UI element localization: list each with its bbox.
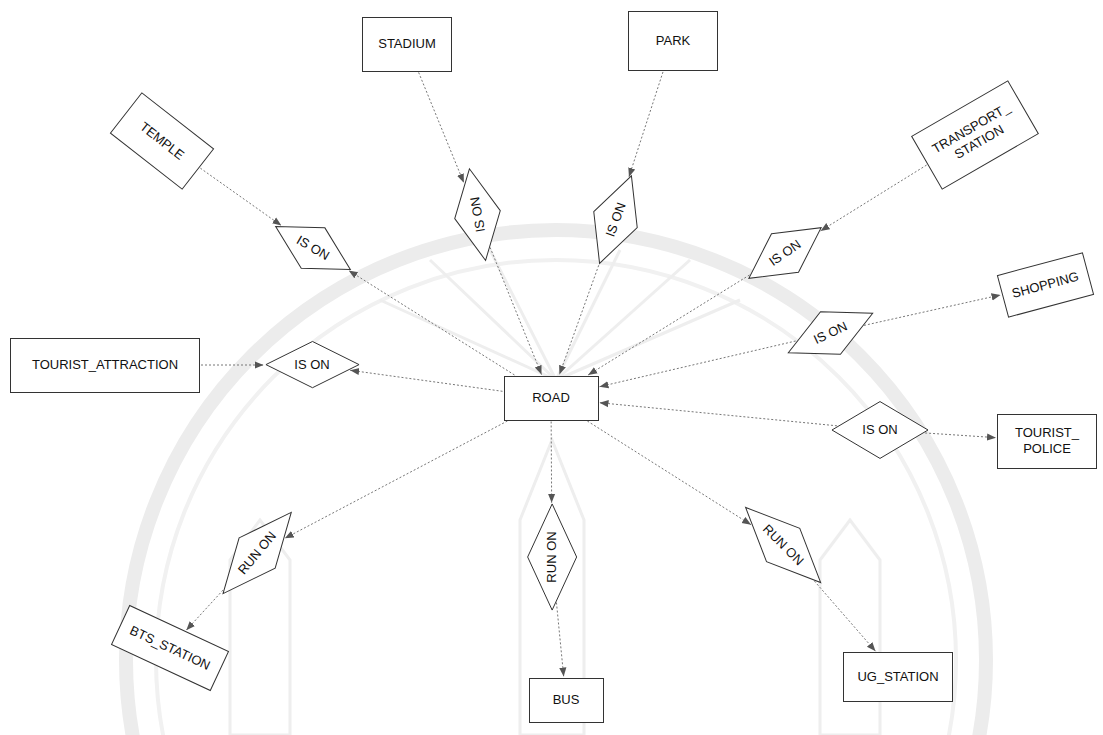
seal-rays [380, 250, 740, 380]
relationship-diamond: RUN ON [527, 503, 577, 611]
relationship-connector [814, 581, 875, 651]
text-holder: IS ON [862, 422, 897, 438]
entity-box: UG_STATION [843, 652, 953, 702]
relationship-diamond: RUN ON [204, 496, 310, 610]
text-holder: RUN ON [544, 531, 560, 582]
seal-ray [380, 300, 556, 380]
entity-box: ROAD [504, 376, 599, 421]
diamond-outline [264, 206, 362, 290]
text-holder: SHOPPING [1010, 269, 1080, 302]
entity-name: UG_STATION [857, 669, 938, 685]
relationship-connector [201, 365, 264, 366]
text-holder: PARK [656, 33, 690, 49]
entity-name: PARK [656, 33, 690, 49]
entity-box: TOURIST_ATTRACTION [10, 338, 200, 393]
text-holder: ROAD [532, 390, 570, 406]
seal-ray [490, 250, 556, 380]
relationship-connector [629, 72, 663, 177]
relationship-diamond: IS ON [777, 291, 883, 375]
text-holder: TOURIST_ATTRACTION [32, 357, 178, 373]
entity-box: BTS_STATION [111, 605, 229, 691]
relationship-diamond: IS ON [265, 341, 360, 388]
diamond-outline [729, 491, 837, 599]
seal-ray [556, 250, 620, 380]
relationship-name: IS ON [294, 357, 329, 373]
relationship-connector [186, 590, 223, 630]
text-holder: TEMPLE [137, 119, 188, 163]
relationship-connector [350, 370, 502, 391]
text-holder: BTS_STATION [127, 623, 212, 674]
relationship-connector [551, 422, 553, 503]
entity-box: STADIUM [362, 17, 452, 72]
entity-name: TRANSPORT_ STATION [927, 98, 1022, 171]
diamond-outline [577, 168, 652, 271]
entity-name: BUS [553, 692, 580, 708]
diamond-outline [265, 342, 358, 388]
text-holder: TRANSPORT_ STATION [927, 98, 1022, 171]
entity-name: TOURIST_ATTRACTION [32, 357, 178, 373]
seal-ray [556, 300, 740, 380]
entity-box: TRANSPORT_ STATION [911, 80, 1039, 190]
relationship-connector [200, 168, 281, 225]
relationship-connector [599, 403, 836, 426]
seal-ray [556, 260, 690, 380]
relationship-connector [925, 433, 996, 438]
relationship-connector [588, 275, 749, 375]
diamond-outline [735, 208, 834, 297]
diamond-outline [778, 292, 882, 374]
diamond-outline [527, 504, 576, 610]
text-holder: TOURIST_ POLICE [1007, 425, 1087, 456]
text-holder: BUS [553, 692, 580, 708]
text-holder: IS ON [294, 357, 329, 373]
relationship-name: IS ON [862, 422, 897, 438]
relationship-connector [821, 165, 927, 231]
text-holder: STADIUM [378, 36, 436, 52]
relationship-connector [556, 603, 563, 677]
diamond-outline [205, 497, 309, 609]
relationship-name: RUN ON [544, 531, 560, 582]
seal-tower [820, 520, 880, 735]
relationship-connector [864, 295, 1001, 325]
entity-name: SHOPPING [1010, 269, 1080, 302]
relationship-diamond: IS ON [446, 164, 509, 266]
seal-ring [156, 260, 956, 735]
relationship-diamond: IS ON [577, 167, 654, 272]
entity-box: PARK [628, 11, 718, 71]
entity-box: TEMPLE [110, 92, 215, 190]
relationship-connector [285, 421, 508, 538]
relationship-connector [559, 265, 598, 374]
seal-ring [126, 230, 986, 735]
relationship-diamond: IS ON [263, 205, 363, 291]
diamond-outline [446, 165, 508, 265]
relationship-connector [599, 341, 795, 387]
entity-box: SHOPPING [997, 252, 1094, 317]
entity-name: BTS_STATION [127, 623, 212, 674]
entity-name: TEMPLE [137, 119, 188, 163]
relationship-connector [490, 247, 541, 374]
relationship-diamond: RUN ON [728, 490, 839, 601]
relationship-connector [587, 421, 751, 525]
relationship-diamond: IS ON [831, 401, 929, 459]
text-holder: UG_STATION [857, 669, 938, 685]
entity-name: ROAD [532, 390, 570, 406]
diamond-outline [832, 402, 928, 459]
entity-name: STADIUM [378, 36, 436, 52]
relationship-connector [419, 72, 464, 182]
entity-box: BUS [529, 678, 604, 723]
entity-name: TOURIST_ POLICE [1007, 425, 1087, 456]
entity-box: TOURIST_ POLICE [997, 414, 1097, 469]
relationship-diamond: IS ON [734, 208, 835, 299]
relationship-connector [349, 270, 515, 375]
